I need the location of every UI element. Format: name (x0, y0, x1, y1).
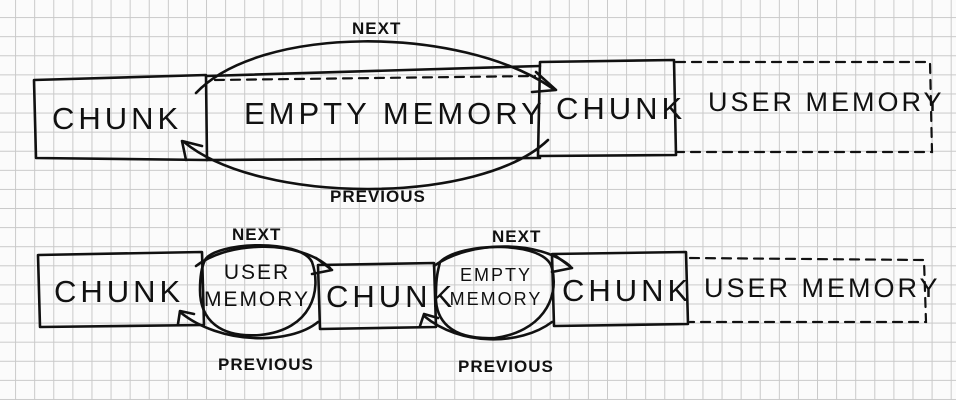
top-previous-label: PREVIOUS (330, 187, 426, 206)
bottom-user-memory-line2: MEMORY (203, 288, 311, 311)
bottom-chunk-1-box (36, 250, 206, 329)
bottom-user-memory-tail-label: USER MEMORY (704, 273, 941, 303)
top-chunk-right-label: CHUNK (556, 91, 687, 126)
top-empty-memory-bottom-line (205, 156, 542, 162)
bottom-chunk-3-label: CHUNK (562, 273, 693, 308)
bottom-next-label-1: NEXT (232, 225, 282, 244)
top-empty-memory-label: EMPTY MEMORY (244, 96, 546, 131)
top-previous-arrow (182, 138, 550, 191)
bottom-user-memory-label: USER MEMORY (204, 261, 308, 310)
top-chunk-left-label: CHUNK (52, 101, 183, 136)
bottom-empty-memory-label: EMPTY MEMORY (446, 266, 546, 308)
bottom-previous-arrow-2 (422, 314, 554, 341)
bottom-empty-memory-line2: MEMORY (449, 289, 543, 309)
bottom-chunk-1-label: CHUNK (54, 274, 185, 309)
bottom-next-label-2: NEXT (492, 227, 542, 246)
top-empty-memory-top-line (204, 64, 542, 78)
bottom-chunk-3-box (550, 250, 690, 328)
bottom-user-memory-box (688, 256, 928, 324)
bottom-user-memory-line1: USER (223, 261, 291, 284)
bottom-chunk-2-label: CHUNK (326, 279, 457, 314)
bottom-previous-arrow-1 (178, 310, 320, 340)
bottom-chunk-2-box (316, 261, 438, 331)
top-user-memory-label: USER MEMORY (708, 87, 945, 117)
top-user-memory-box (674, 60, 934, 154)
bottom-previous-label-2: PREVIOUS (458, 357, 554, 376)
top-empty-memory-guide (213, 74, 537, 82)
top-next-arrow (194, 40, 554, 95)
bottom-previous-label-1: PREVIOUS (218, 355, 314, 374)
top-next-label: NEXT (352, 19, 402, 38)
bottom-empty-memory-line1: EMPTY (459, 265, 532, 285)
top-chunk-right-box (536, 58, 678, 158)
